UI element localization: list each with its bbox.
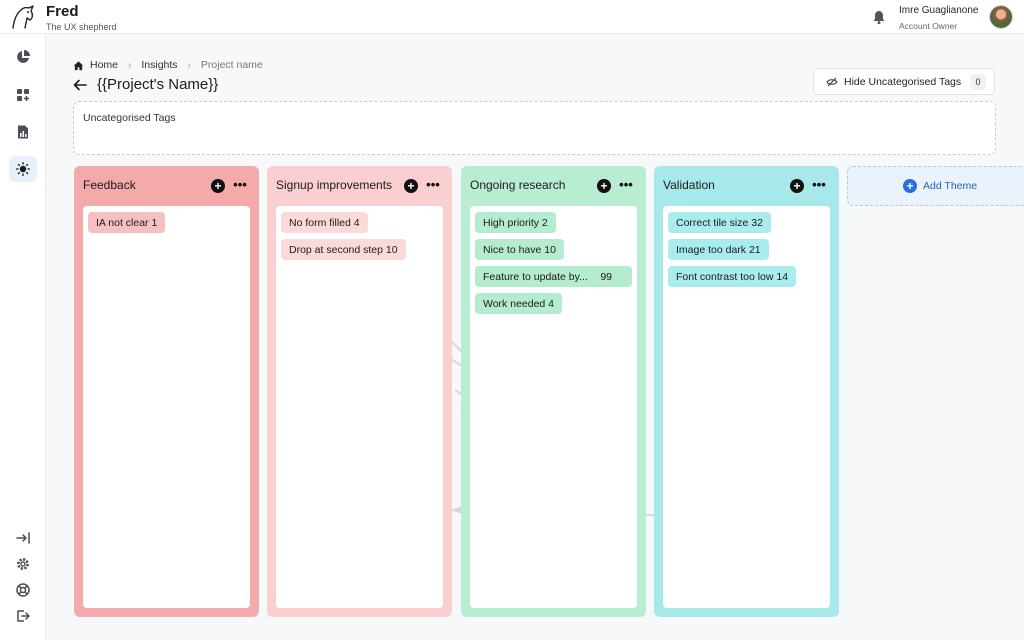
back-arrow-icon[interactable] <box>73 79 87 91</box>
more-options-button[interactable]: ••• <box>426 176 440 192</box>
tag-label: Nice to have 10 <box>483 243 556 256</box>
add-tag-button[interactable]: + <box>211 179 225 193</box>
breadcrumb-insights[interactable]: Insights <box>141 59 178 71</box>
theme-column-validation: Validation + ••• Correct tile size 32 Im… <box>654 166 839 617</box>
tag-label: Font contrast too low 14 <box>676 270 789 283</box>
report-icon <box>18 125 28 139</box>
tag-label: IA not clear 1 <box>96 216 158 229</box>
help-button[interactable] <box>9 577 37 603</box>
shepherd-dog-logo[interactable] <box>9 3 37 31</box>
bulb-icon <box>15 161 31 177</box>
theme-title[interactable]: Validation <box>663 178 715 192</box>
breadcrumb-home[interactable]: Home <box>90 59 119 71</box>
breadcrumb-current: Project name <box>200 59 263 71</box>
chevron-right-icon: › <box>187 59 191 71</box>
sidebar-item-dashboard[interactable] <box>9 44 37 70</box>
theme-column-signup-improvements: Signup improvements + ••• No form filled… <box>267 166 452 617</box>
theme-title[interactable]: Signup improvements <box>276 178 393 192</box>
add-theme-button[interactable]: + Add Theme <box>847 166 1024 206</box>
collapse-sidebar-button[interactable] <box>9 525 37 551</box>
app-name: Fred <box>46 3 79 20</box>
hide-button-label: Hide Uncategorised Tags <box>844 75 962 88</box>
tag-chip[interactable]: Drop at second step 10 <box>281 239 406 260</box>
collapse-icon <box>16 532 30 544</box>
theme-title[interactable]: Feedback <box>83 178 136 192</box>
logout-icon <box>17 610 30 622</box>
user-name[interactable]: Imre Guaglianone <box>899 5 979 16</box>
theme-title[interactable]: Ongoing research <box>470 178 566 192</box>
grid-plus-icon <box>17 89 29 101</box>
settings-icon <box>17 558 29 570</box>
tag-label: Work needed 4 <box>483 297 555 310</box>
hidden-count-badge: 0 <box>970 74 986 90</box>
breadcrumb: Home › Insights › Project name <box>73 58 263 72</box>
sidebar <box>0 34 46 640</box>
hide-uncategorised-tags-button[interactable]: Hide Uncategorised Tags 0 <box>813 68 995 95</box>
chevron-right-icon: › <box>128 59 132 71</box>
theme-column-ongoing-research: Ongoing research + ••• High priority 2 N… <box>461 166 646 617</box>
uncategorised-tags-dropzone[interactable]: Uncategorised Tags <box>73 101 996 155</box>
tag-chip[interactable]: No form filled 4 <box>281 212 368 233</box>
add-tag-button[interactable]: + <box>404 179 418 193</box>
add-theme-label: Add Theme <box>923 180 978 192</box>
settings-button[interactable] <box>9 551 37 577</box>
plus-circle-icon: + <box>903 179 917 193</box>
theme-tag-list: High priority 2 Nice to have 10 Feature … <box>470 206 637 608</box>
tag-chip[interactable]: Feature to update by... 99 <box>475 266 632 287</box>
app-tagline: The UX shepherd <box>46 22 117 32</box>
more-options-button[interactable]: ••• <box>619 176 633 192</box>
theme-tag-list: No form filled 4 Drop at second step 10 <box>276 206 443 608</box>
tag-chip[interactable]: Nice to have 10 <box>475 239 564 260</box>
theme-tag-list: IA not clear 1 <box>83 206 250 608</box>
pie-chart-icon <box>17 50 30 63</box>
tag-chip[interactable]: Work needed 4 <box>475 293 563 314</box>
tag-label: Correct tile size 32 <box>676 216 763 229</box>
tag-chip[interactable]: High priority 2 <box>475 212 556 233</box>
top-bar: Fred The UX shepherd Imre Guaglianone Ac… <box>0 0 1024 34</box>
sidebar-item-insights[interactable] <box>9 156 37 182</box>
tag-label: High priority 2 <box>483 216 548 229</box>
sidebar-item-reports[interactable] <box>9 119 37 145</box>
tag-label: Feature to update by... <box>483 270 588 283</box>
avatar[interactable] <box>989 5 1013 29</box>
uncategorised-tags-label: Uncategorised Tags <box>83 112 176 124</box>
tag-chip[interactable]: Font contrast too low 14 <box>668 266 797 287</box>
home-icon <box>73 60 84 70</box>
tag-chip[interactable]: IA not clear 1 <box>88 212 166 233</box>
theme-column-feedback: Feedback + ••• IA not clear 1 <box>74 166 259 617</box>
sidebar-item-apps[interactable] <box>9 82 37 108</box>
theme-tag-list: Correct tile size 32 Image too dark 21 F… <box>663 206 830 608</box>
help-icon <box>16 583 30 597</box>
bell-icon[interactable] <box>871 9 887 25</box>
logout-button[interactable] <box>9 603 37 629</box>
tag-chip[interactable]: Image too dark 21 <box>668 239 769 260</box>
add-tag-button[interactable]: + <box>597 179 611 193</box>
tag-label: Image too dark 21 <box>676 243 761 256</box>
eye-off-icon <box>826 77 838 86</box>
more-options-button[interactable]: ••• <box>233 176 247 192</box>
tag-label: Drop at second step 10 <box>289 243 398 256</box>
user-role: Account Owner <box>899 21 958 31</box>
tag-chip[interactable]: Correct tile size 32 <box>668 212 771 233</box>
page-title: {{Project's Name}} <box>97 76 219 93</box>
tag-count: 99 <box>600 270 612 283</box>
more-options-button[interactable]: ••• <box>812 176 826 192</box>
add-tag-button[interactable]: + <box>790 179 804 193</box>
tag-label: No form filled 4 <box>289 216 360 229</box>
